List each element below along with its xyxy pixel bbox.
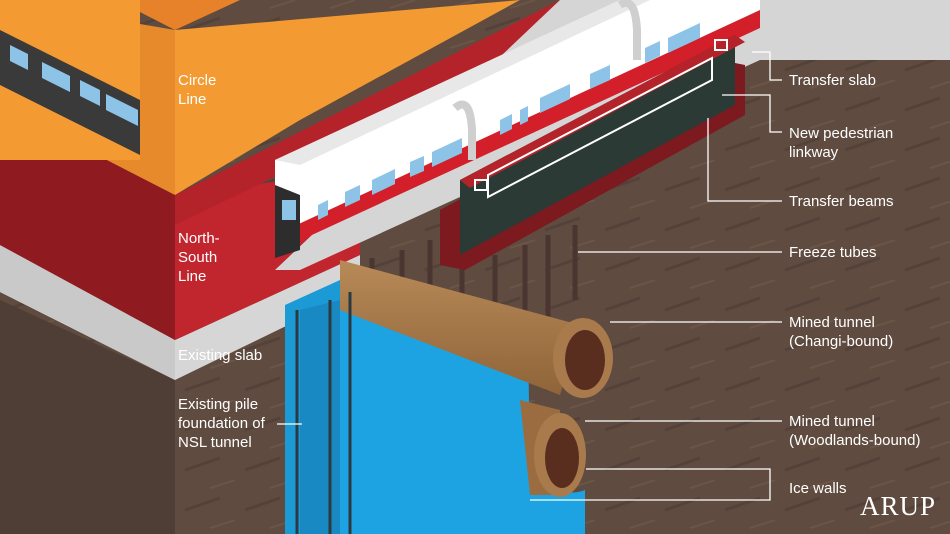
label-woodlands-1: Mined tunnel [789,412,920,431]
arup-logo: ARUP [860,491,936,522]
label-nsl-1: North- [178,229,220,248]
label-transfer-slab: Transfer slab [789,71,876,90]
label-mined-tunnel-woodlands: Mined tunnel (Woodlands-bound) [789,412,920,450]
label-linkway-2: linkway [789,143,893,162]
label-changi-1: Mined tunnel [789,313,893,332]
mined-tunnel-woodlands-hole [545,428,579,488]
label-pedestrian-linkway: New pedestrian linkway [789,124,893,162]
label-pile-2: foundation of [178,414,265,433]
label-ice-walls: Ice walls [789,479,847,498]
label-existing-pile: Existing pile foundation of NSL tunnel [178,395,265,452]
label-circle-line-1: Circle [178,71,216,90]
label-circle-line-2: Line [178,90,216,109]
train-cab-window [282,200,296,220]
label-pile-3: NSL tunnel [178,433,265,452]
label-nsl-3: Line [178,267,220,286]
label-nsl-2: South [178,248,220,267]
label-mined-tunnel-changi: Mined tunnel (Changi-bound) [789,313,893,351]
mined-tunnel-changi-hole [565,330,605,390]
label-changi-2: (Changi-bound) [789,332,893,351]
label-linkway-1: New pedestrian [789,124,893,143]
ice-wall-curtain-shade [300,300,340,534]
label-pile-1: Existing pile [178,395,265,414]
label-circle-line: Circle Line [178,71,216,109]
label-transfer-beams: Transfer beams [789,192,893,211]
label-north-south-line: North- South Line [178,229,220,286]
label-freeze-tubes: Freeze tubes [789,243,877,262]
label-woodlands-2: (Woodlands-bound) [789,431,920,450]
label-existing-slab: Existing slab [178,346,262,365]
train-cab [275,185,300,258]
